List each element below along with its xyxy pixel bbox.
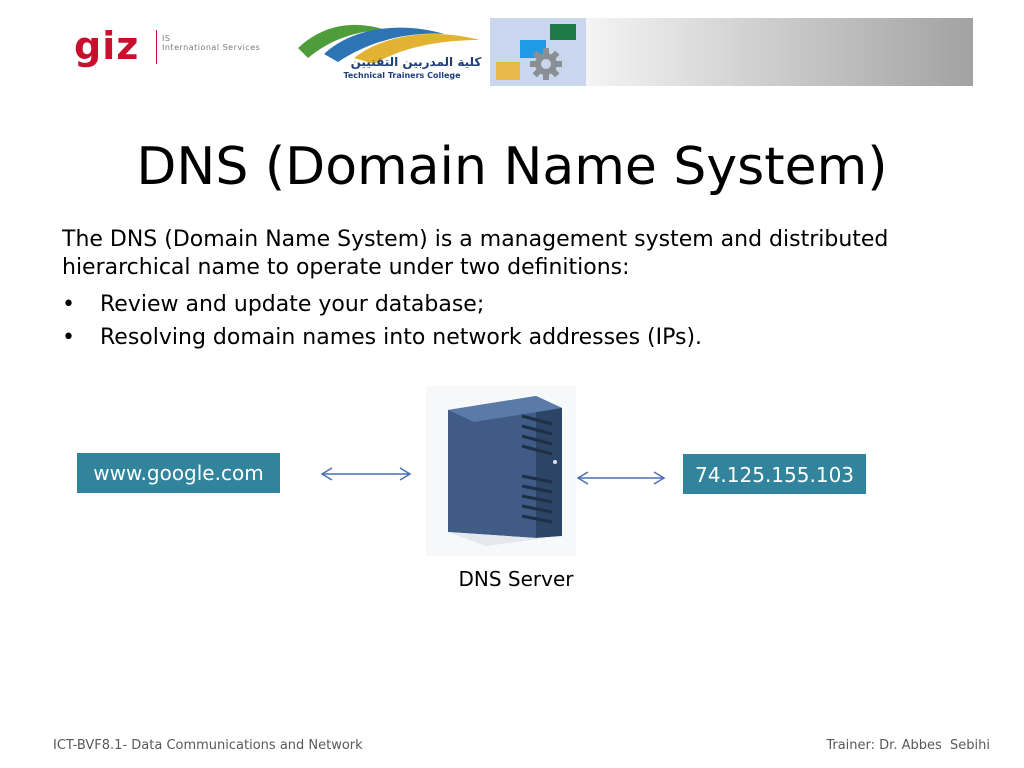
giz-logo: giz IS International Services — [74, 26, 284, 70]
giz-logo-line2: International Services — [162, 43, 261, 52]
domain-name-box: www.google.com — [77, 453, 280, 493]
bullet-list: • Review and update your database; • Res… — [62, 288, 962, 354]
giz-logo-subtitle: IS International Services — [162, 34, 260, 52]
footer-trainer: Trainer: Dr. Abbes Sebihi — [826, 738, 990, 753]
bullet-text: Review and update your database; — [100, 292, 485, 317]
ttc-logo-english: Technical Trainers College — [343, 71, 461, 80]
giz-logo-word: giz — [74, 24, 140, 68]
slide-title: DNS (Domain Name System) — [136, 137, 888, 197]
footer-course: ICT-BVF8.1- Data Communications and Netw… — [53, 738, 363, 753]
ttc-logo-arabic: كلية المدربين التقنيين — [351, 55, 482, 69]
bullet-text: Resolving domain names into network addr… — [100, 325, 703, 350]
intro-paragraph: The DNS (Domain Name System) is a manage… — [62, 227, 889, 280]
double-arrow-icon — [576, 471, 666, 485]
server-label: DNS Server — [458, 567, 574, 591]
double-arrow-icon — [320, 467, 412, 481]
bullet-icon: • — [62, 325, 75, 350]
dns-server-icon — [426, 386, 576, 556]
ttc-logo: كلية المدربين التقنيين Technical Trainer… — [294, 18, 490, 86]
header-gradient-bar — [586, 18, 973, 86]
giz-logo-line1: IS — [162, 34, 171, 43]
bullet-item: • Review and update your database; — [62, 288, 962, 321]
gear-blocks-icon — [490, 18, 586, 86]
bullet-icon: • — [62, 292, 75, 317]
ip-address-box: 74.125.155.103 — [683, 454, 866, 494]
bullet-item: • Resolving domain names into network ad… — [62, 321, 962, 354]
giz-logo-separator — [156, 30, 157, 64]
header-banner: giz IS International Services كلية المدر… — [0, 0, 1024, 100]
